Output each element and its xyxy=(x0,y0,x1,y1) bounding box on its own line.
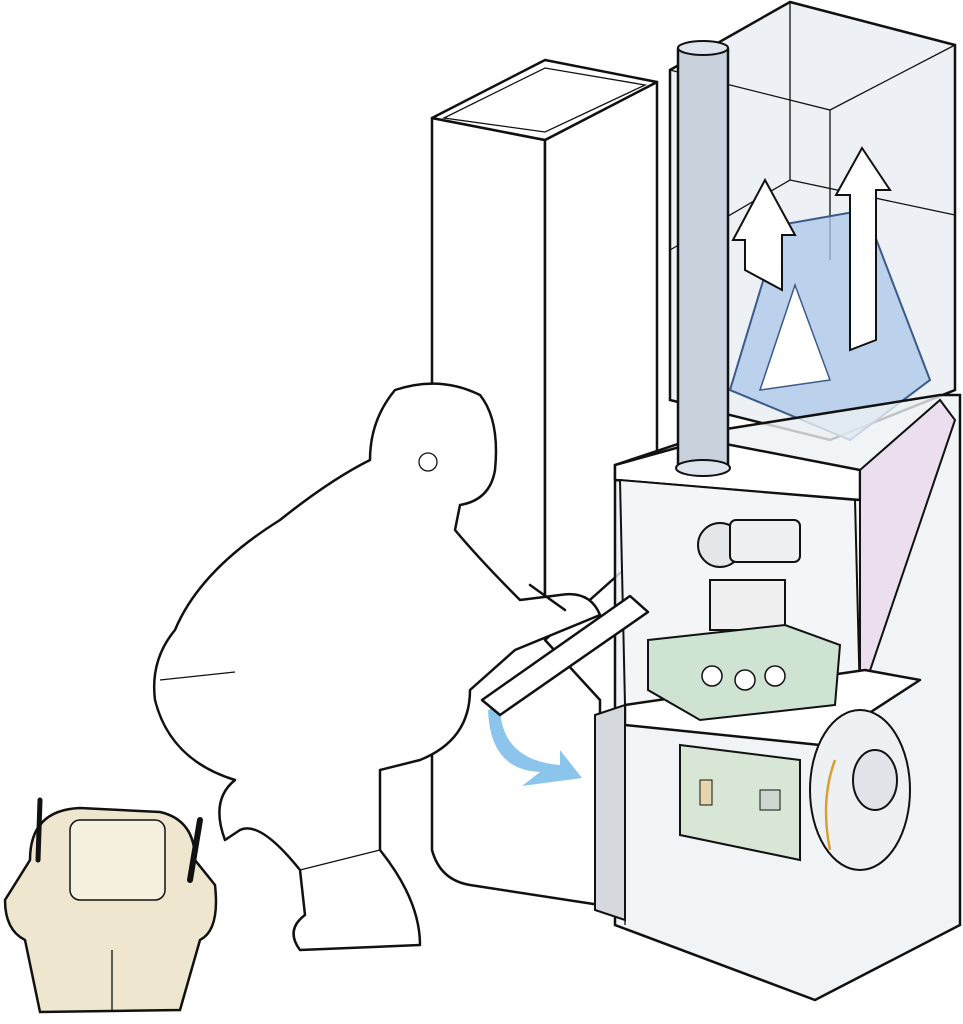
tool-bag xyxy=(3,797,218,1014)
clipboard xyxy=(480,583,650,717)
gas-valve xyxy=(709,579,786,631)
airflow-arrow-up-left xyxy=(731,177,797,292)
airflow-arrow-return xyxy=(488,705,582,786)
control-board xyxy=(679,743,801,862)
flue-pipe xyxy=(675,40,731,477)
airflow-arrow-up-right xyxy=(834,146,892,352)
inducer-motor xyxy=(697,519,801,568)
blower xyxy=(809,709,911,871)
burner-assembly xyxy=(647,623,842,722)
technician-figure xyxy=(153,382,602,952)
air-filter xyxy=(594,703,626,922)
